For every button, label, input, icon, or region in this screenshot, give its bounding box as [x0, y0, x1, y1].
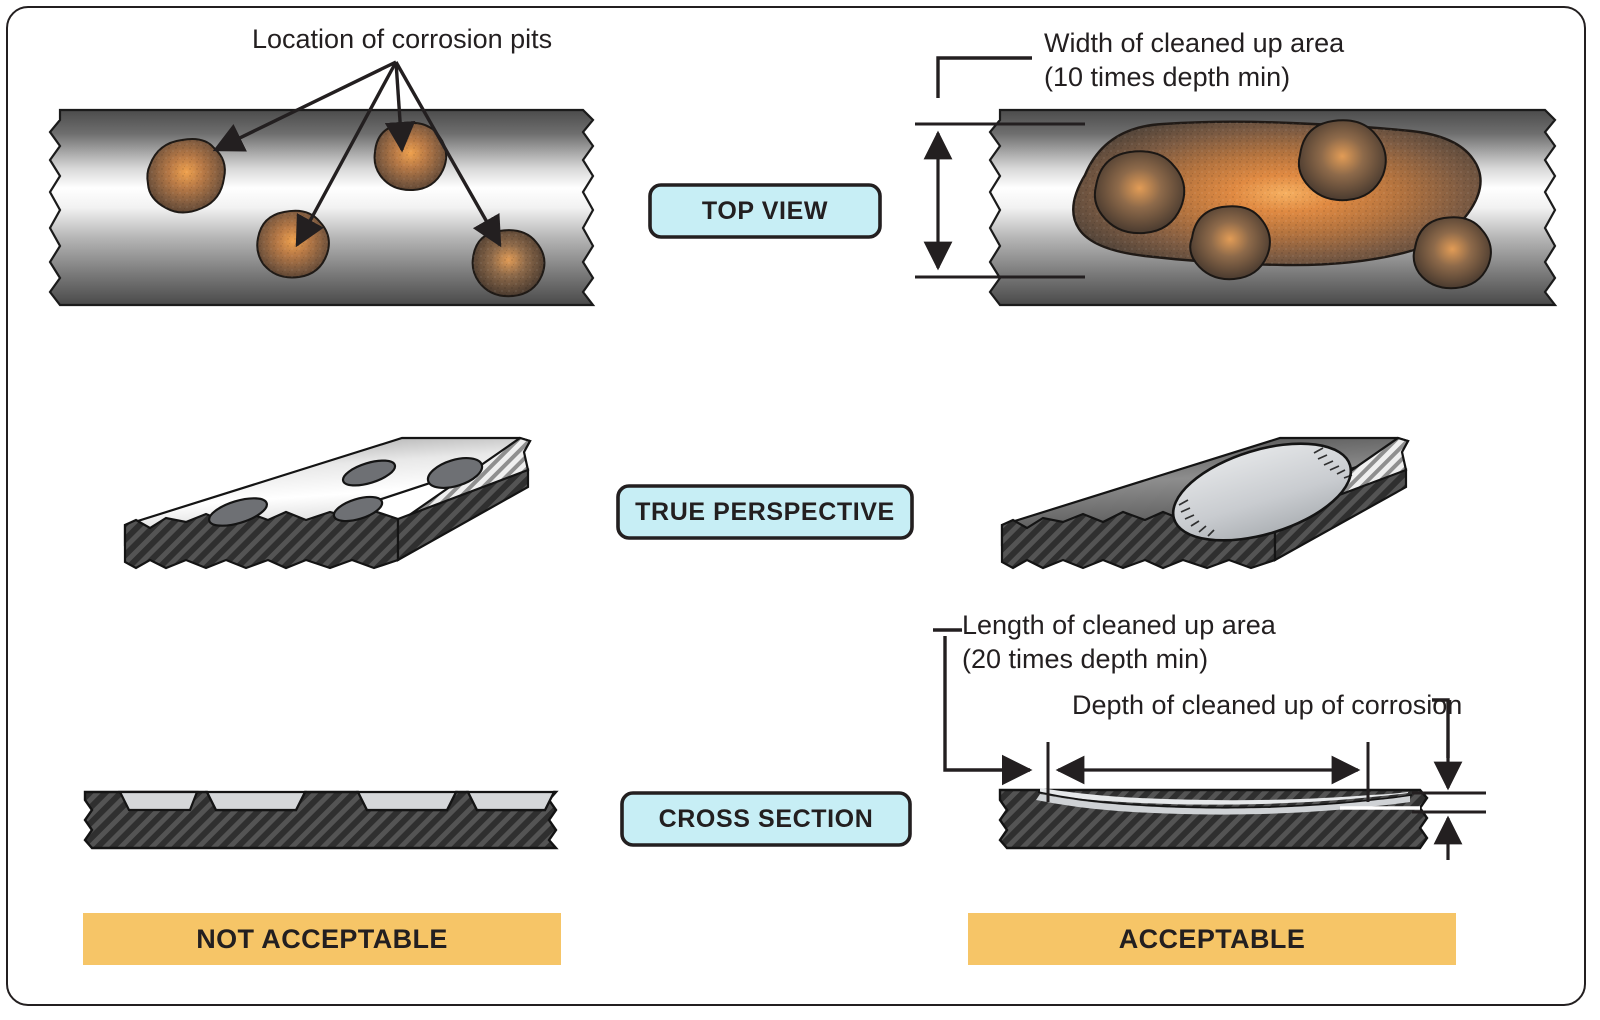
right-perspective-plate	[1000, 436, 1410, 570]
blended-depression	[1171, 442, 1353, 542]
plate-pit	[208, 497, 268, 527]
view-chip-label: CROSS SECTION	[659, 805, 874, 833]
length-callout-line2: (20 times depth min)	[962, 644, 1208, 674]
left-cross-section	[83, 790, 559, 850]
corrosion-pit	[1093, 150, 1186, 235]
pit-notch	[205, 790, 307, 812]
pit-notch	[118, 790, 199, 812]
corrosion-pit	[471, 229, 546, 298]
corrosion-pit	[1297, 119, 1387, 202]
length-dimension	[933, 628, 1370, 802]
corrosion-pit	[146, 138, 226, 214]
length-callout-line1: Length of cleaned up area	[962, 610, 1277, 640]
corrosion-pit	[1189, 205, 1271, 281]
pits-callout-label: Location of corrosion pits	[252, 24, 552, 54]
pit-notch	[466, 790, 556, 812]
width-callout-line2: (10 times depth min)	[1044, 62, 1290, 92]
verdict-banner-label: ACCEPTABLE	[1119, 924, 1306, 954]
right-top-view-pipe	[988, 108, 1558, 307]
pit-notch	[356, 790, 458, 812]
right-cross-section	[998, 788, 1429, 850]
depth-callout-label: Depth of cleaned up of corrosion	[1072, 690, 1462, 720]
width-callout-line1: Width of cleaned up area	[1044, 28, 1345, 58]
corrosion-pit	[1412, 216, 1492, 290]
plate-pit	[332, 495, 384, 523]
verdict-banner-acceptable: ACCEPTABLE	[968, 913, 1456, 965]
view-chip-cross-section[interactable]: CROSS SECTION	[620, 791, 912, 847]
width-dimension	[915, 56, 1085, 279]
view-chip-true-perspective[interactable]: TRUE PERSPECTIVE	[616, 484, 914, 540]
view-chip-top-view[interactable]: TOP VIEW	[648, 183, 882, 239]
left-top-view-pipe	[48, 108, 596, 307]
view-chip-label: TRUE PERSPECTIVE	[635, 498, 895, 526]
pit-leader-arrows	[212, 60, 502, 248]
corrosion-pit	[256, 209, 330, 279]
plate-pit	[341, 459, 397, 487]
depth-dimension	[1412, 698, 1486, 860]
verdict-banner-not-acceptable: NOT ACCEPTABLE	[83, 913, 561, 965]
blended-depression-profile	[1036, 788, 1420, 815]
plate-pit	[426, 457, 484, 489]
cleaned-up-area	[1072, 119, 1492, 290]
view-chip-label: TOP VIEW	[702, 197, 828, 225]
left-perspective-plate	[123, 436, 532, 570]
verdict-banner-label: NOT ACCEPTABLE	[196, 924, 448, 954]
